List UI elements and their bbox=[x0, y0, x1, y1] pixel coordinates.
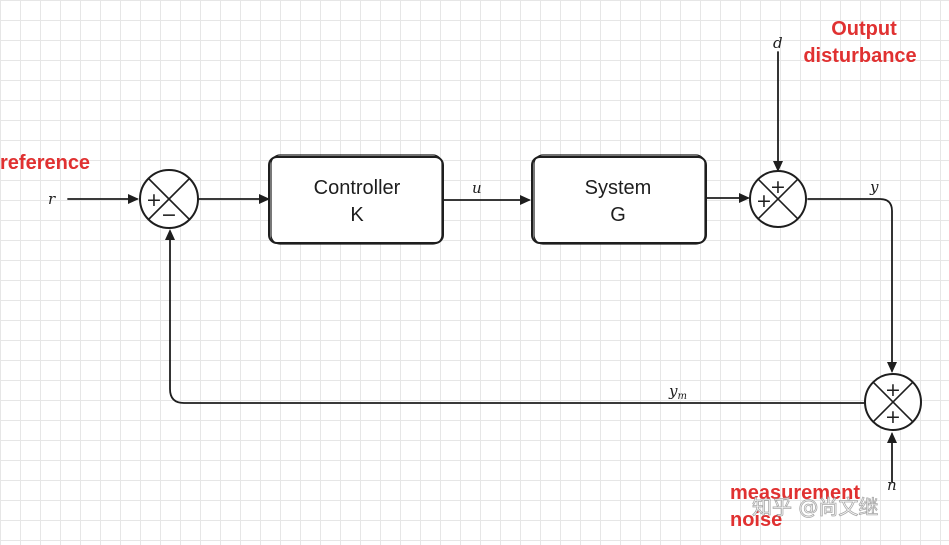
arrow-feedback bbox=[165, 229, 175, 240]
controller-symbol: K bbox=[350, 204, 364, 226]
signal-ym-base: y bbox=[668, 382, 678, 400]
wire-feedback bbox=[169, 231, 865, 404]
signal-d: d bbox=[773, 34, 783, 52]
arrow-noise bbox=[887, 432, 897, 443]
sum2-plus-left: + bbox=[756, 190, 772, 212]
arrow-system-output bbox=[739, 193, 750, 203]
wire-output bbox=[807, 198, 893, 372]
sum3-plus-top: + bbox=[885, 379, 901, 401]
summing-junction-1[interactable]: + − bbox=[139, 169, 199, 229]
annotation-output-line1: Output bbox=[831, 18, 897, 40]
summing-junction-2[interactable]: + + bbox=[749, 170, 807, 228]
signal-ym: ym bbox=[668, 382, 687, 402]
sum1-plus-sign: + bbox=[146, 189, 162, 211]
system-block[interactable]: System G bbox=[531, 154, 707, 245]
signal-y: y bbox=[869, 178, 879, 196]
annotation-reference: reference bbox=[0, 152, 90, 174]
summing-junction-3[interactable]: + + bbox=[864, 373, 922, 431]
annotation-noise-line1: measurement bbox=[730, 482, 860, 504]
annotation-noise-line2: noise bbox=[730, 509, 782, 531]
arrow-reference bbox=[128, 194, 139, 204]
signal-u: u bbox=[472, 179, 482, 197]
controller-label: Controller bbox=[314, 177, 401, 199]
arrow-control bbox=[520, 195, 531, 205]
arrow-output bbox=[887, 362, 897, 373]
signal-ym-sub: m bbox=[677, 391, 686, 402]
signal-r: r bbox=[48, 190, 56, 208]
system-symbol: G bbox=[610, 204, 626, 226]
signal-n: n bbox=[887, 476, 897, 494]
arrow-error bbox=[259, 194, 270, 204]
watermark: 知乎 @尚文继 bbox=[752, 495, 878, 519]
system-label: System bbox=[585, 177, 652, 199]
sum2-plus-top: + bbox=[770, 176, 786, 198]
controller-block[interactable]: Controller K bbox=[268, 154, 444, 245]
annotation-output-line2: disturbance bbox=[803, 45, 916, 67]
arrow-disturbance bbox=[773, 161, 783, 172]
sum3-plus-bottom: + bbox=[885, 406, 901, 428]
sum1-minus-sign: − bbox=[161, 204, 177, 226]
